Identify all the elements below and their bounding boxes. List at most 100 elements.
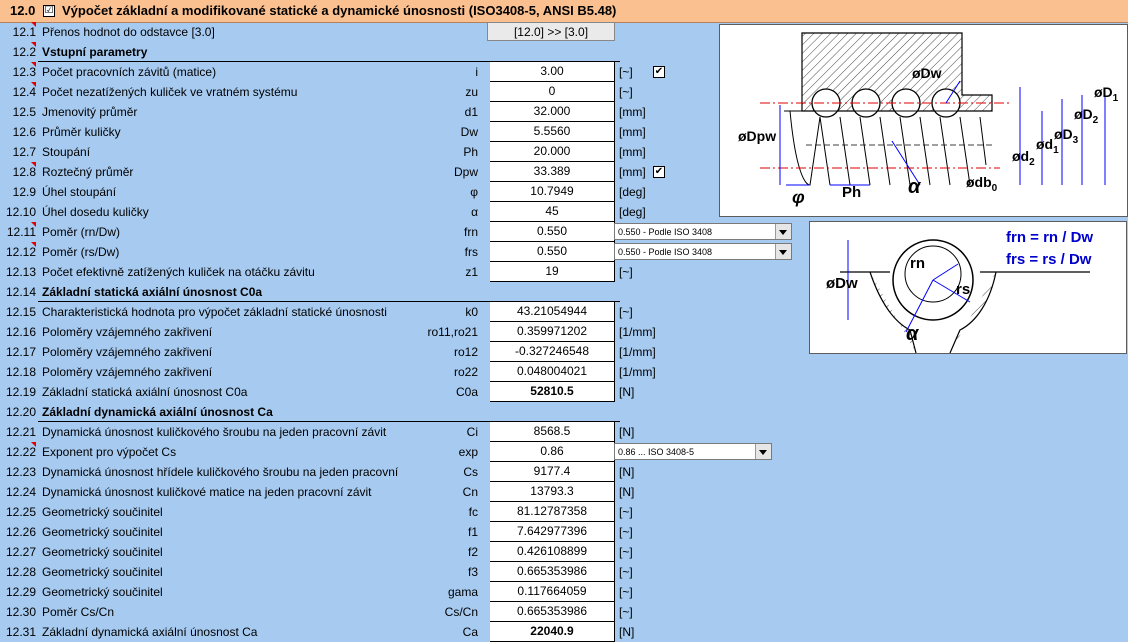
row-id: 12.16 <box>5 325 36 339</box>
label-alpha: α <box>908 176 922 198</box>
comment-marker <box>31 222 36 227</box>
row-label: Geometrický součinitel <box>42 545 163 559</box>
row-label: Roztečný průměr <box>42 165 134 179</box>
row-symbol: Cn <box>462 485 478 499</box>
row-value[interactable]: 19 <box>490 262 615 282</box>
row-value[interactable]: 0.359971202 <box>490 322 615 342</box>
row-id: 12.5 <box>12 105 36 119</box>
comment-marker <box>31 82 36 87</box>
row-id: 12.20 <box>5 405 36 419</box>
row-value[interactable]: 10.7949 <box>490 182 615 202</box>
row-label: Poloměry vzájemného zakřivení <box>42 365 213 379</box>
row-dropdown[interactable]: 0.550 - Podle ISO 3408 <box>614 243 792 260</box>
comment-marker <box>31 62 36 67</box>
label-alpha2: α <box>906 323 920 345</box>
row-label: Počet efektivně zatížených kuliček na ot… <box>42 265 315 279</box>
row-value[interactable]: 0.117664059 <box>490 582 615 602</box>
row-id: 12.6 <box>12 125 36 139</box>
row-value[interactable]: 45 <box>490 202 615 222</box>
row-value[interactable]: 0.665353986 <box>490 602 615 622</box>
row-value[interactable]: 52810.5 <box>490 382 615 402</box>
row-label: Geometrický součinitel <box>42 565 163 579</box>
row-value[interactable]: 43.21054944 <box>490 302 615 322</box>
row-dropdown[interactable]: 0.550 - Podle ISO 3408 <box>614 223 792 240</box>
row-value[interactable]: 3.00 <box>490 62 615 82</box>
row-symbol: Ci <box>466 425 478 439</box>
row-value[interactable]: 13793.3 <box>490 482 615 502</box>
label-d2: øD2 <box>1074 106 1099 126</box>
row-symbol: i <box>475 65 478 79</box>
row-value[interactable]: 9177.4 <box>490 462 615 482</box>
row-checkbox[interactable]: ✔ <box>653 66 665 78</box>
row-unit: [mm] <box>619 105 646 119</box>
comment-marker <box>31 162 36 167</box>
label-dd2: ød2 <box>1012 148 1035 168</box>
row-value[interactable]: 0.048004021 <box>490 362 615 382</box>
chevron-down-icon[interactable] <box>775 224 791 239</box>
row-value[interactable]: 22040.9 <box>490 622 615 642</box>
row-value[interactable]: 33.389 <box>490 162 615 182</box>
comment-marker <box>31 242 36 247</box>
section-checkbox[interactable]: ☑ <box>43 5 55 17</box>
row-label: Úhel stoupání <box>42 185 117 199</box>
row-id: 12.17 <box>5 345 36 359</box>
section-number: 12.0 <box>10 3 36 18</box>
row-value[interactable]: 81.12787358 <box>490 502 615 522</box>
row-symbol: f1 <box>467 525 478 539</box>
row-unit: [N] <box>619 485 635 499</box>
chevron-down-icon[interactable] <box>775 244 791 259</box>
row-symbol: φ <box>470 185 478 199</box>
row-value[interactable]: 0.550 <box>490 242 615 262</box>
row-dropdown[interactable]: 0.86 ... ISO 3408-5 <box>614 443 772 460</box>
row-unit: [~] <box>619 265 633 279</box>
row-symbol: Cs <box>463 465 478 479</box>
row-value[interactable]: 0.86 <box>490 442 615 462</box>
chevron-down-icon[interactable] <box>755 444 771 459</box>
transfer-button[interactable]: [12.0] >> [3.0] <box>487 22 615 41</box>
row-value[interactable]: 0.426108899 <box>490 542 615 562</box>
row-checkbox[interactable]: ✔ <box>653 166 665 178</box>
row-unit: [~] <box>619 305 633 319</box>
row-value[interactable]: 20.000 <box>490 142 615 162</box>
row-value[interactable]: 7.642977396 <box>490 522 615 542</box>
contact-geometry-diagram: frn = rn / Dw frs = rs / Dw rn rs øDw α <box>809 221 1127 354</box>
row-label: Dynamická únosnost kuličkové matice na j… <box>42 485 372 499</box>
ball-screw-diagram: øDw øDpw øD1 øD2 øD3 ød1 ød2 ødb0 Ph φ α <box>719 24 1128 217</box>
row-value[interactable]: 0 <box>490 82 615 102</box>
row-unit: [N] <box>619 385 635 399</box>
label-rn: rn <box>910 255 925 272</box>
row-value[interactable]: 32.000 <box>490 102 615 122</box>
comment-marker <box>31 442 36 447</box>
row-unit: [deg] <box>619 205 646 219</box>
label-dw2: øDw <box>826 275 858 292</box>
dropdown-value: 0.86 ... ISO 3408-5 <box>618 447 695 457</box>
row-id: 12.1 <box>12 25 36 39</box>
row-symbol: ro22 <box>453 365 478 379</box>
section-title: Výpočet základní a modifikované statické… <box>62 3 617 18</box>
row-unit: [~] <box>619 505 633 519</box>
row-value[interactable]: -0.327246548 <box>490 342 615 362</box>
row-symbol: Cs/Cn <box>444 605 478 619</box>
row-value[interactable]: 8568.5 <box>490 422 615 442</box>
label-phi: φ <box>792 187 805 207</box>
row-symbol: Dpw <box>453 165 478 179</box>
row-symbol: ro11,ro21 <box>427 325 478 339</box>
row-value[interactable]: 0.550 <box>490 222 615 242</box>
row-value[interactable]: 5.5560 <box>490 122 615 142</box>
row-label: Poměr (rs/Dw) <box>42 245 120 259</box>
row-value[interactable]: 0.665353986 <box>490 562 615 582</box>
comment-marker <box>31 42 36 47</box>
section-header: 12.0 ☑ Výpočet základní a modifikované s… <box>0 0 1128 23</box>
row-id: 12.24 <box>5 485 36 499</box>
